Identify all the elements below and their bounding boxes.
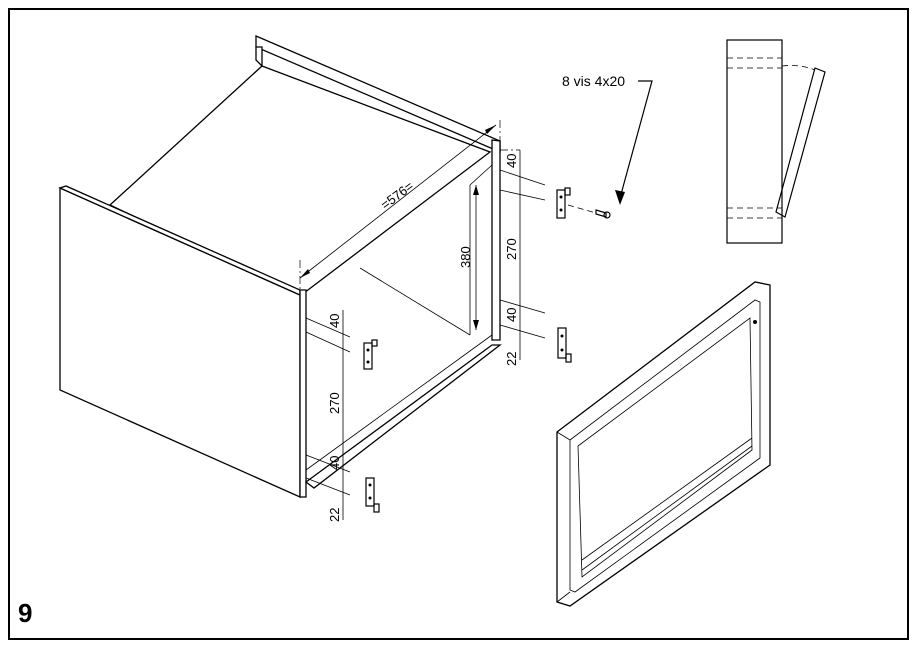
bracket-left-lower	[365, 477, 380, 513]
height-dimension: 380	[458, 185, 479, 330]
side-detail	[726, 39, 826, 244]
left-mid-label: 270	[327, 392, 342, 414]
figure-number: 9	[18, 598, 32, 628]
bracket-left-upper	[363, 339, 378, 370]
screw-callout: 8 vis 4x20	[562, 73, 653, 205]
right-top-label: 40	[504, 154, 519, 168]
trim-frame	[556, 281, 771, 607]
screw	[567, 204, 611, 219]
right-low-label: 40	[504, 308, 519, 322]
left-bottom-label: 22	[327, 508, 342, 522]
right-side-dimensions: 40 270 40 22	[499, 149, 546, 366]
cabinet	[58, 35, 502, 499]
diagram-border	[8, 8, 909, 640]
left-top-label: 40	[327, 314, 342, 328]
bracket-right-lower	[557, 327, 572, 363]
height-label: 380	[458, 246, 473, 268]
left-low-label: 40	[327, 456, 342, 470]
right-bottom-label: 22	[504, 352, 519, 366]
screw-callout-label: 8 vis 4x20	[562, 73, 625, 89]
bracket-right-upper	[556, 187, 571, 219]
left-side-dimensions: 40 270 40 22	[305, 310, 351, 522]
right-mid-label: 270	[504, 238, 519, 260]
